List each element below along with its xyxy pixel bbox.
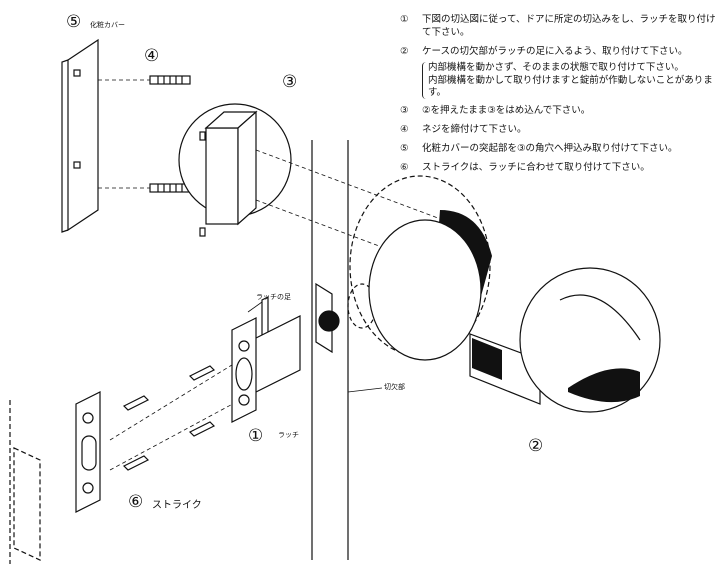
strike-number-label: ⑥ [128, 492, 144, 512]
step-marker: ④ [400, 124, 409, 136]
note-line: 内部機構を動かして取り付けますと錠前が作動しないことがあります。 [428, 74, 713, 99]
latch-screws [188, 365, 216, 437]
instruction-step-6: ⑥ ストライクは、ラッチに合わせて取り付けて下さい。 [400, 162, 720, 175]
cover-name-label: 化粧カバー [90, 21, 125, 29]
step-text: 化粧カバーの突起部を③の角穴へ押込み取り付けて下さい。 [422, 143, 678, 155]
mounting-plate [178, 103, 292, 237]
step-text: ストライクは、ラッチに合わせて取り付けて下さい。 [422, 161, 650, 173]
cover-number-label: ⑤ [66, 12, 82, 32]
step-text: ケースの切欠部がラッチの足に入るよう、取り付けて下さい。 [422, 45, 688, 57]
step-marker: ② [400, 45, 409, 57]
step-text: ②を押えたまま③をはめ込んで下さい。 [422, 105, 591, 117]
decorative-cover [61, 38, 99, 233]
instruction-step-5: ⑤ 化粧カバーの突起部を③の角穴へ押込み取り付けて下さい。 [400, 143, 720, 156]
instruction-step-3: ③ ②を押えたまま③をはめ込んで下さい。 [400, 105, 720, 118]
door-cutout-plate [315, 282, 377, 354]
latch [231, 296, 301, 423]
strike [75, 391, 101, 513]
screw-number-label: ④ [144, 46, 160, 66]
door-jamb [9, 400, 41, 564]
latch-leg-label: ラッチの足 [256, 293, 291, 301]
cutout-label: 切欠部 [384, 383, 405, 391]
door-edge [311, 140, 349, 560]
step-marker: ⑤ [400, 143, 409, 155]
instruction-step-2: ② ケースの切欠部がラッチの足に入るよう、取り付けて下さい。 [400, 46, 720, 59]
strike-name-label: ストライク [152, 500, 202, 511]
knob [469, 267, 661, 413]
note-line: 内部機構を動かさず、そのままの状態で取り付けて下さい。 [428, 62, 684, 74]
instruction-step-4: ④ ネジを締付けて下さい。 [400, 124, 720, 137]
step-marker: ① [400, 14, 409, 25]
strike-screws [122, 395, 150, 471]
latch-number-label: ① [248, 426, 264, 446]
installation-instructions: ① 下図の切込図に従って、ドアに所定の切込みをし、ラッチを取り付けて下さい。 ②… [400, 14, 720, 181]
knob-number-label: ② [528, 436, 544, 456]
leader-lines [247, 301, 383, 393]
step-marker: ⑥ [400, 161, 409, 173]
step-marker: ③ [400, 105, 409, 117]
instruction-step-1: ① 下図の切込図に従って、ドアに所定の切込みをし、ラッチを取り付けて下さい。 [400, 14, 720, 40]
latch-name-label: ラッチ [278, 431, 299, 439]
knob-housing [349, 175, 492, 361]
instruction-note: 内部機構を動かさず、そのままの状態で取り付けて下さい。 内部機構を動かして取り付… [422, 62, 720, 100]
step-text: ネジを締付けて下さい。 [422, 124, 527, 136]
step-text: 下図の切込図に従って、ドアに所定の切込みをし、ラッチを取り付けて下さい。 [422, 14, 716, 38]
plate-number-label: ③ [282, 72, 298, 92]
